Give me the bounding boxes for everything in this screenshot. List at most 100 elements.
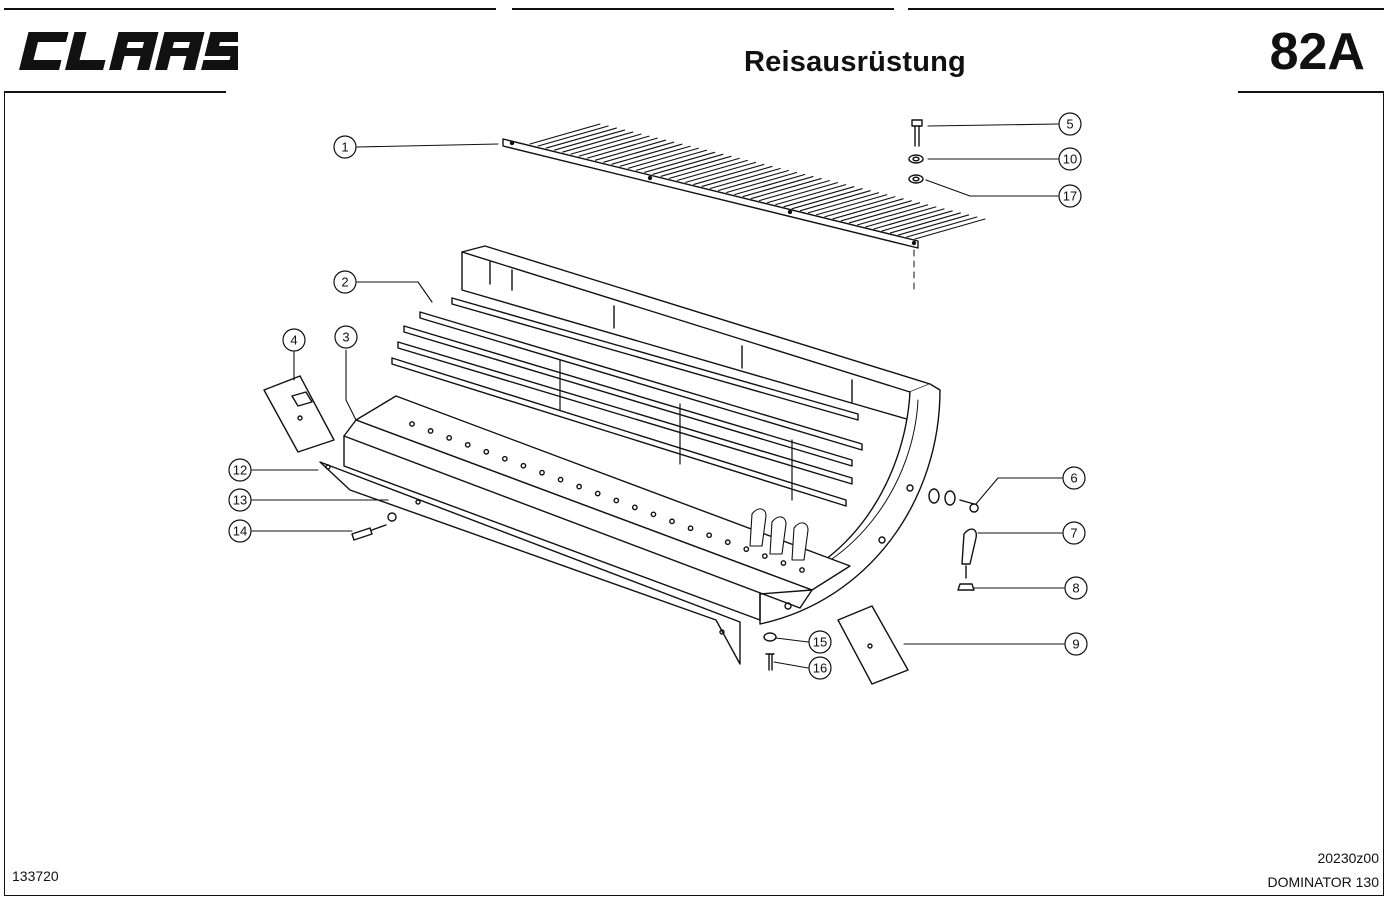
frame-hole xyxy=(743,546,750,553)
comb-tooth xyxy=(873,208,945,230)
callout-13: 13 xyxy=(228,488,252,512)
comb-tooth xyxy=(734,173,806,196)
comb-tooth xyxy=(611,143,683,165)
part-handle-set xyxy=(928,488,979,591)
callout-8: 8 xyxy=(1064,576,1088,600)
part-nut-pin xyxy=(763,632,777,671)
comb-tooth xyxy=(816,194,888,216)
svg-text:8: 8 xyxy=(1072,581,1079,596)
callout-1: 1 xyxy=(333,135,357,159)
page-number: 82A xyxy=(1269,23,1365,81)
comb-tooth xyxy=(619,145,691,167)
part-front-plate xyxy=(319,461,741,665)
comb-tooth xyxy=(635,149,708,171)
svg-text:7: 7 xyxy=(1070,526,1077,541)
comb-tooth xyxy=(914,218,986,240)
claas-logo xyxy=(19,32,238,70)
comb-tooth xyxy=(857,204,929,226)
svg-text:14: 14 xyxy=(233,524,247,539)
comb-tooth xyxy=(701,165,773,187)
comb-tooth xyxy=(578,135,650,157)
callout-15: 15 xyxy=(808,630,832,654)
comb-tooth xyxy=(717,169,789,192)
part-left-cover xyxy=(263,375,335,453)
frame-hole xyxy=(557,476,564,483)
comb-tooth xyxy=(881,210,953,232)
callout-10: 10 xyxy=(1058,147,1082,171)
callout-9: 9 xyxy=(1064,632,1088,656)
comb-tooth xyxy=(594,139,667,161)
comb-tooth xyxy=(562,131,634,153)
frame-hole xyxy=(799,567,805,573)
comb-tooth xyxy=(537,125,609,147)
frame-hole xyxy=(613,497,620,504)
callout-14: 14 xyxy=(228,519,252,543)
comb-tooth xyxy=(750,178,822,200)
footer-drawing-code: 20230z00 xyxy=(1317,850,1379,866)
comb-tooth xyxy=(799,190,871,212)
comb-tooth xyxy=(586,137,658,159)
comb-tooth xyxy=(906,216,978,238)
comb-tooth xyxy=(898,214,970,236)
callout-labels: 1 2 3 4 5 6 7 8 9 10 12 13 14 15 16 17 xyxy=(228,112,1088,680)
comb-tooth xyxy=(529,123,601,145)
svg-text:9: 9 xyxy=(1072,637,1079,652)
leader-lines xyxy=(251,123,1065,669)
svg-text:12: 12 xyxy=(233,463,247,478)
frame-hole xyxy=(464,441,471,448)
comb-tooth xyxy=(570,133,642,155)
part-right-cover xyxy=(837,605,909,685)
svg-text:10: 10 xyxy=(1063,152,1077,167)
frame-hole xyxy=(687,525,694,532)
frame-hole xyxy=(520,462,527,469)
callout-4: 4 xyxy=(282,328,306,352)
page-title: Reisausrüstung xyxy=(744,46,966,78)
comb-tooth xyxy=(652,153,724,175)
callout-17: 17 xyxy=(1058,184,1082,208)
footer-left-code: 133720 xyxy=(12,868,59,884)
frame-hole xyxy=(761,553,768,559)
comb-tooth xyxy=(742,176,814,198)
frame-hole xyxy=(409,421,415,427)
svg-text:16: 16 xyxy=(813,661,827,676)
comb-tooth xyxy=(545,127,617,149)
callout-5: 5 xyxy=(1058,112,1082,136)
part-bolt-washers xyxy=(908,119,924,184)
header-rule-right xyxy=(908,8,1384,10)
comb-tooth xyxy=(848,202,921,224)
logo-underline xyxy=(4,91,226,93)
comb-tooth xyxy=(791,188,863,210)
comb-tooth xyxy=(889,212,961,234)
part-concave-frame xyxy=(343,245,941,625)
comb-tooth xyxy=(554,129,626,151)
frame-hole xyxy=(594,490,601,497)
svg-text:1: 1 xyxy=(341,140,348,155)
frame-hole xyxy=(427,428,434,434)
header-rule-middle xyxy=(512,8,894,10)
comb-tooth xyxy=(685,161,757,183)
svg-text:13: 13 xyxy=(233,493,247,508)
comb-tooth xyxy=(783,186,855,208)
callout-16: 16 xyxy=(808,656,832,680)
callout-2: 2 xyxy=(333,270,357,294)
comb-tooth xyxy=(709,167,781,190)
part-comb-strip xyxy=(502,123,986,293)
comb-tooth xyxy=(603,141,675,163)
callout-7: 7 xyxy=(1062,521,1086,545)
frame-hole xyxy=(650,511,657,518)
footer-model: DOMINATOR 130 xyxy=(1267,874,1379,890)
comb-tooth xyxy=(807,192,880,214)
callout-6: 6 xyxy=(1062,466,1086,490)
comb-tooth xyxy=(627,147,699,169)
svg-text:2: 2 xyxy=(341,275,348,290)
part-bolt-14 xyxy=(351,512,397,541)
frame-hole xyxy=(501,455,508,462)
comb-tooth xyxy=(840,200,912,222)
comb-tooth xyxy=(758,180,830,202)
frame-hole xyxy=(780,560,787,566)
header-rule-left xyxy=(4,8,496,10)
comb-tooth xyxy=(832,198,904,220)
svg-text:17: 17 xyxy=(1063,189,1077,204)
svg-text:5: 5 xyxy=(1066,117,1073,132)
